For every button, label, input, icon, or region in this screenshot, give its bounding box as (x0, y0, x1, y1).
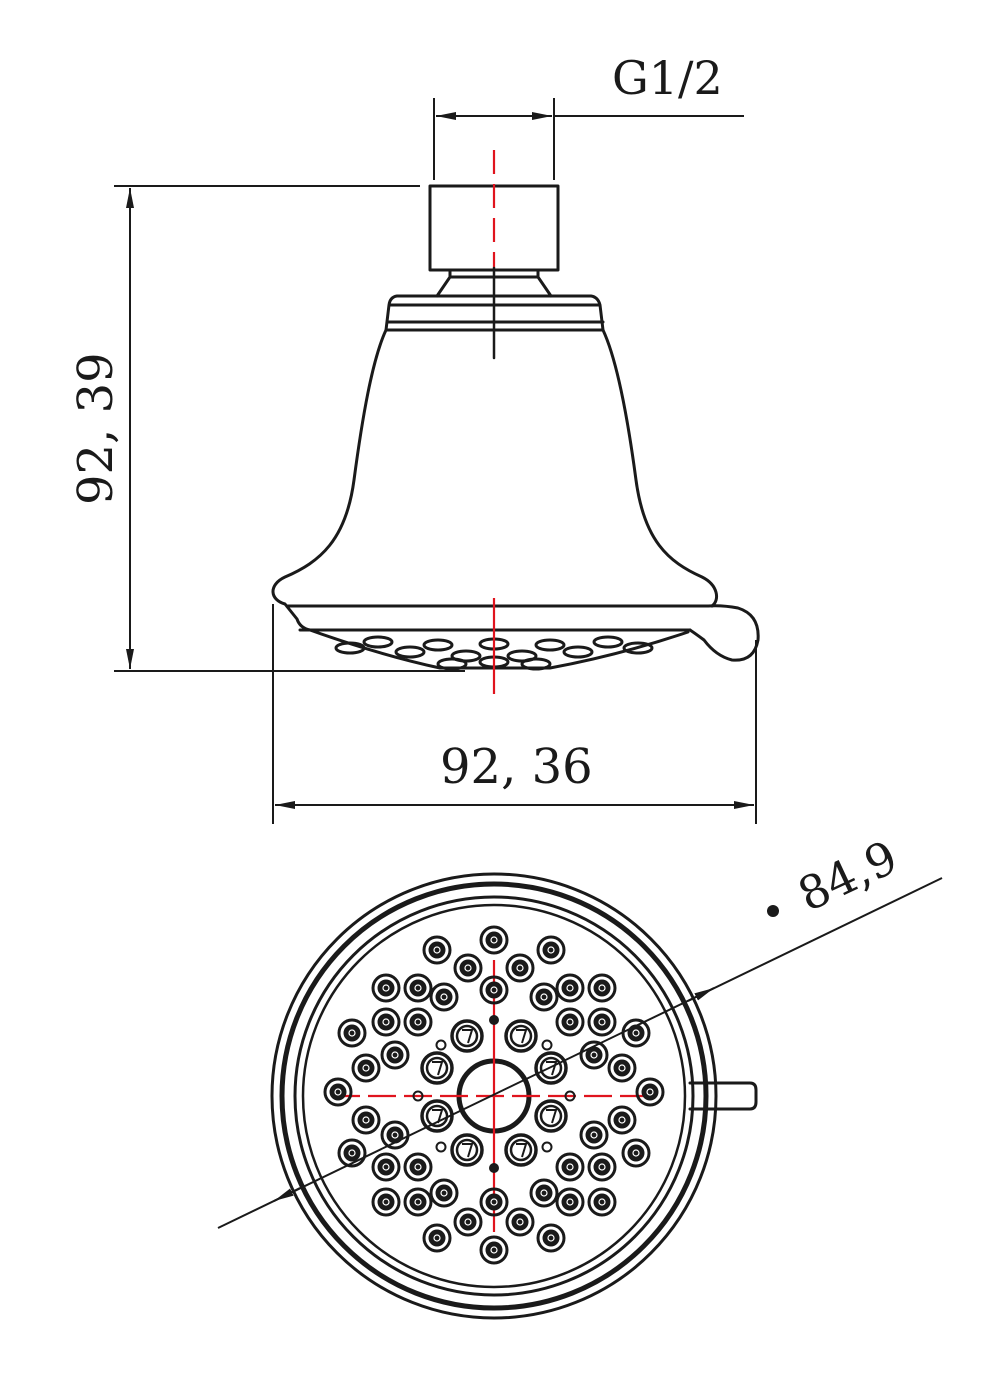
spray-nozzle (380, 1120, 410, 1150)
diameter-symbol-dot (767, 905, 779, 917)
spray-nozzle (453, 953, 483, 983)
index-dot (489, 1163, 499, 1173)
spray-nozzle (371, 1187, 401, 1217)
face-ring (301, 903, 687, 1289)
massage-nozzle (450, 1133, 484, 1167)
nozzle-profile (436, 657, 468, 671)
nozzle-profile (562, 645, 594, 659)
spray-nozzle (555, 1187, 585, 1217)
spray-nozzle (337, 1018, 367, 1048)
face-ring (270, 872, 718, 1320)
nozzle-profile (422, 638, 454, 652)
spray-nozzle (587, 1152, 617, 1182)
spray-nozzle (579, 1120, 609, 1150)
index-dot (489, 1015, 499, 1025)
massage-nozzle (534, 1051, 568, 1085)
spray-nozzle (371, 1152, 401, 1182)
spray-nozzle (536, 1223, 566, 1253)
bell-body (271, 328, 719, 632)
spray-nozzle (422, 935, 452, 965)
height-dimension: 92, 39 (68, 185, 465, 672)
spray-nozzle (351, 1105, 381, 1135)
nozzle-pattern (323, 925, 665, 1265)
spray-nozzle (505, 953, 535, 983)
spray-nozzle (587, 973, 617, 1003)
spray-nozzle (479, 925, 509, 955)
spray-nozzle (607, 1105, 637, 1135)
face-view: 84,9 (217, 830, 943, 1320)
spray-nozzle (621, 1018, 651, 1048)
spray-nozzle (555, 1152, 585, 1182)
width-label: 92, 36 (440, 739, 593, 795)
width-dimension: 92, 36 (272, 604, 757, 824)
spray-nozzle (529, 1178, 559, 1208)
spray-nozzle (422, 1223, 452, 1253)
height-label: 92, 39 (68, 352, 124, 505)
massage-nozzle (420, 1099, 454, 1133)
nozzle-profile (394, 645, 426, 659)
spray-nozzle (380, 1040, 410, 1070)
spray-nozzle (621, 1138, 651, 1168)
spray-nozzle (337, 1138, 367, 1168)
lever-handle (688, 604, 760, 662)
face-rings (270, 872, 718, 1320)
spray-nozzle (536, 935, 566, 965)
spray-nozzle (351, 1053, 381, 1083)
spray-nozzle (403, 1152, 433, 1182)
nozzle-profile (622, 641, 654, 655)
nozzle-profile (520, 657, 552, 671)
spray-nozzle (429, 1178, 459, 1208)
spray-face-profile (308, 628, 690, 671)
diameter-label: 84,9 (790, 830, 906, 922)
spray-nozzle (479, 1235, 509, 1265)
spray-nozzle (555, 1007, 585, 1037)
spray-nozzle (429, 982, 459, 1012)
spray-nozzle (479, 975, 509, 1005)
face-ring (279, 881, 709, 1311)
vent-hole (541, 1039, 553, 1051)
thread-dimension: G1/2 (433, 51, 744, 180)
spray-nozzle (579, 1040, 609, 1070)
spray-nozzle (371, 973, 401, 1003)
nozzle-profile (592, 635, 624, 649)
spray-nozzle (555, 973, 585, 1003)
spray-nozzle (403, 973, 433, 1003)
spray-nozzle (607, 1053, 637, 1083)
massage-nozzle (534, 1099, 568, 1133)
massage-nozzle (504, 1019, 538, 1053)
spray-nozzle (403, 1007, 433, 1037)
side-view: G1/2 92, 39 92, 36 (68, 51, 760, 824)
spray-nozzle (505, 1207, 535, 1237)
spray-nozzle (453, 1207, 483, 1237)
spray-nozzle (403, 1187, 433, 1217)
spray-nozzle (371, 1007, 401, 1037)
vent-hole (435, 1141, 447, 1153)
nozzle-profile (534, 638, 566, 652)
spray-nozzle (635, 1077, 665, 1107)
spray-nozzle (323, 1077, 353, 1107)
spray-nozzle (587, 1007, 617, 1037)
vent-hole (412, 1090, 424, 1102)
spray-nozzle (529, 982, 559, 1012)
vent-hole (564, 1090, 576, 1102)
spray-nozzle (479, 1187, 509, 1217)
nozzle-profile (362, 635, 394, 649)
thread-label: G1/2 (612, 51, 723, 105)
vent-hole (435, 1039, 447, 1051)
massage-nozzle (420, 1051, 454, 1085)
nozzle-profile (334, 641, 366, 655)
spray-nozzle (587, 1187, 617, 1217)
face-ring (293, 895, 695, 1297)
massage-nozzle (450, 1019, 484, 1053)
lever-stub (688, 1081, 758, 1111)
vent-hole (541, 1141, 553, 1153)
massage-nozzle (504, 1133, 538, 1167)
face-centerlines (332, 960, 656, 1232)
